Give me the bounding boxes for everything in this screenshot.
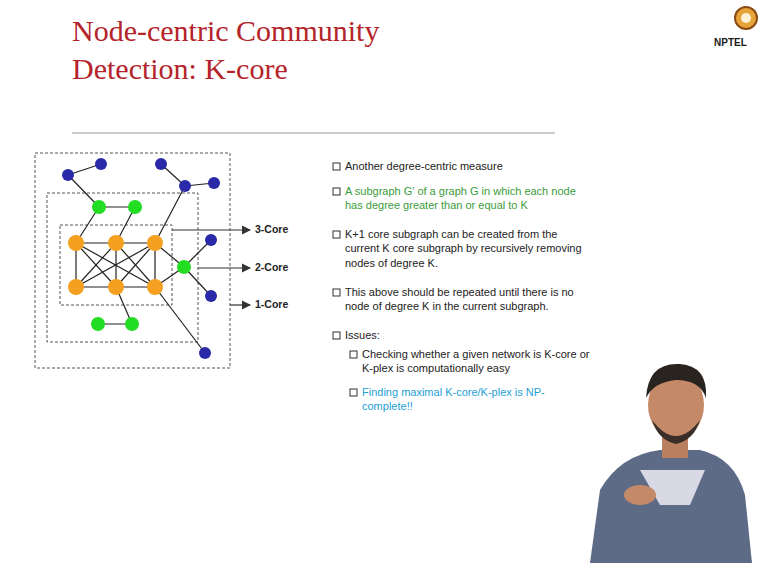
logo-text: NPTEL (714, 36, 762, 49)
sub-bullet-text: Finding maximal K-core/K-plex is NP-comp… (362, 385, 594, 414)
sub-bullet-text: Checking whether a given network is K-co… (362, 347, 594, 376)
core-label: 1-Core (255, 298, 315, 312)
core-label: 3-Core (255, 223, 315, 237)
bullet-text: Issues: (345, 328, 590, 342)
bullet-text: This above should be repeated until ther… (345, 285, 590, 314)
core-label: 2-Core (255, 261, 315, 275)
bullet-text: K+1 core subgraph can be created from th… (345, 227, 590, 270)
slide-title: Node-centric Community Detection: K-core (72, 12, 412, 88)
bullet-text: A subgraph G′ of a graph G in which each… (345, 184, 590, 213)
bullet-text: Another degree-centric measure (345, 159, 590, 173)
